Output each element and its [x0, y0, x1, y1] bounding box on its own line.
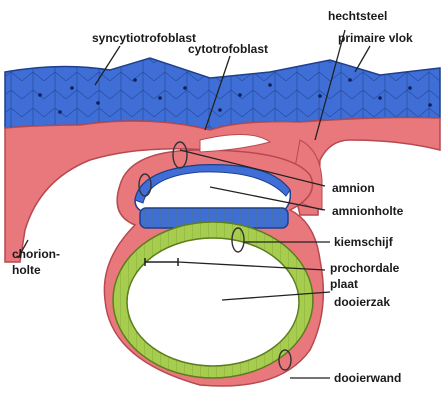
- label-primaire-vlok: primaire vlok: [338, 31, 413, 45]
- label-syncytiotrofoblast: syncytiotrofoblast: [92, 31, 196, 45]
- yolk-sac-cavity: [127, 238, 299, 366]
- label-prochordale-2: plaat: [330, 277, 358, 291]
- label-chorionholte-2: holte: [12, 263, 41, 277]
- label-dooierzak: dooierzak: [334, 295, 390, 309]
- label-cytotrofoblast: cytotrofoblast: [188, 42, 268, 56]
- label-kiemschijf: kiemschijf: [334, 235, 394, 249]
- label-hechtsteel: hechtsteel: [328, 9, 387, 23]
- label-amnion: amnion: [332, 181, 375, 195]
- label-prochordale-1: prochordale: [330, 261, 400, 275]
- label-dooierwand: dooierwand: [334, 371, 401, 385]
- label-amnionholte: amnionholte: [332, 204, 404, 218]
- label-chorionholte-1: chorion-: [12, 247, 60, 261]
